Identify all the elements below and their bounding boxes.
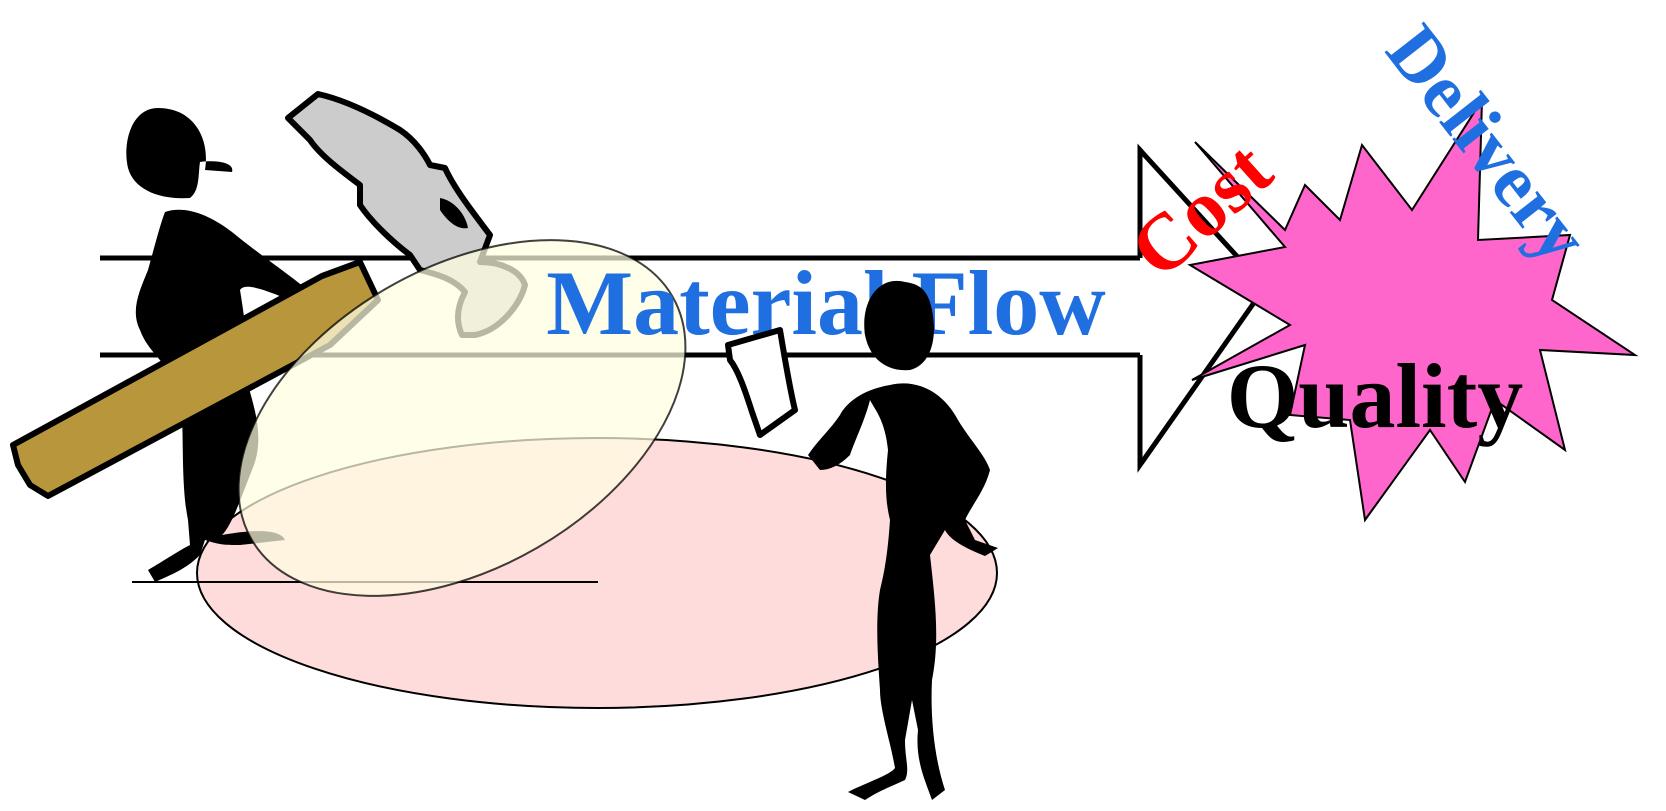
worker-head	[126, 108, 232, 198]
paper	[728, 330, 795, 435]
quality-label: Quality	[1227, 345, 1523, 447]
material-flow-label: Material Flow	[546, 252, 1105, 354]
